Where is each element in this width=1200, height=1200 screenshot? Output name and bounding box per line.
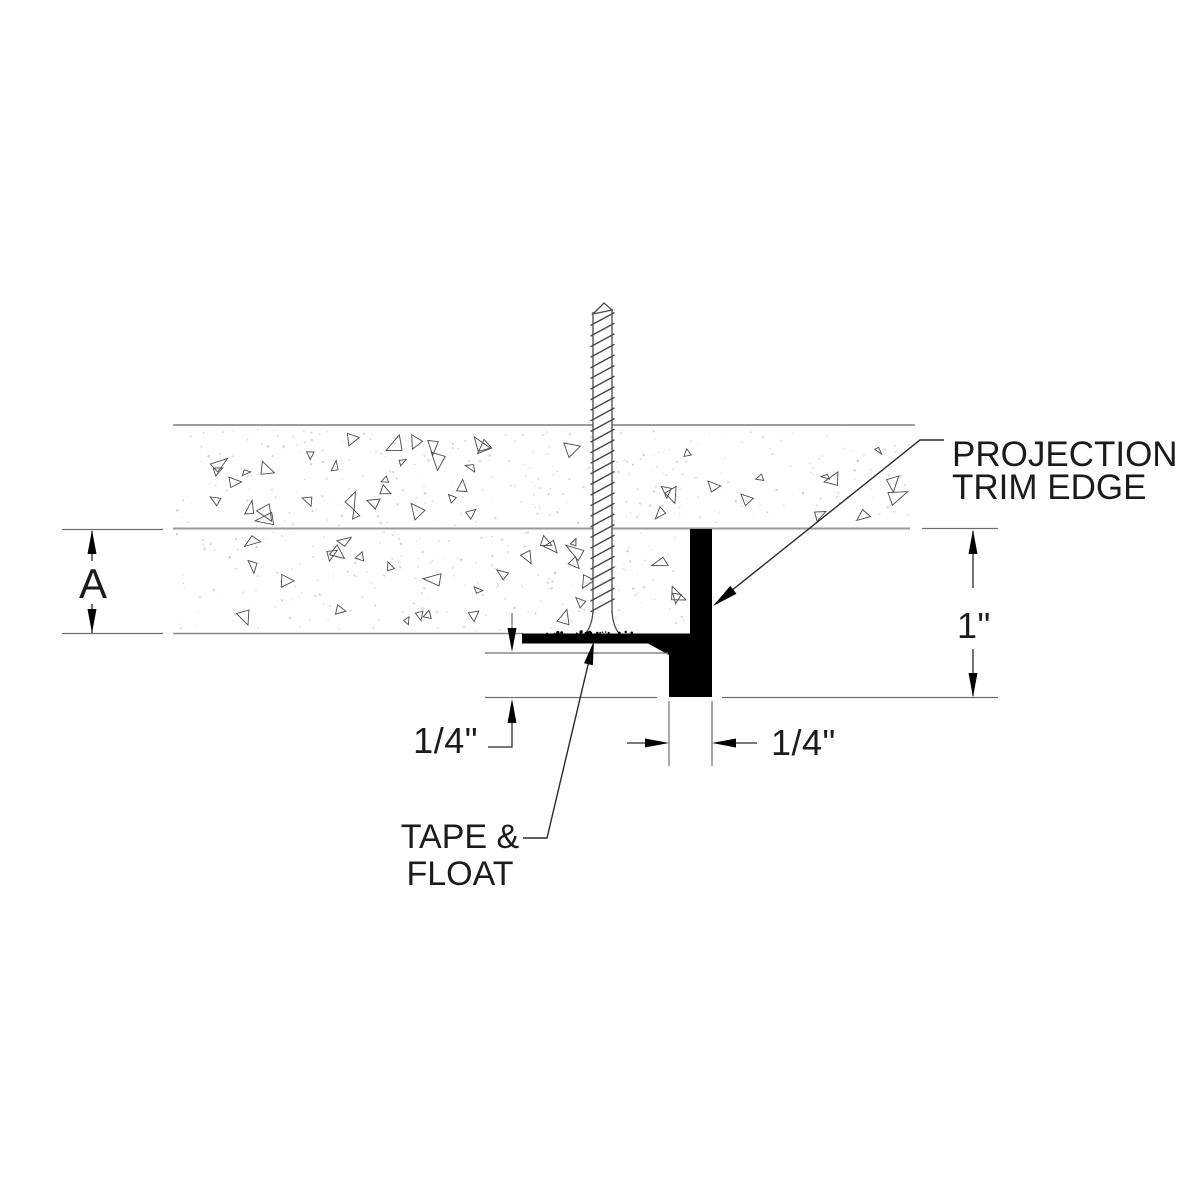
screw-threads [590,311,615,613]
tape-float-leader [523,647,593,839]
screw-tip [590,302,614,316]
screw-fastener [581,302,623,638]
tape-float-callout-line1: TAPE & [401,818,520,856]
dim-depth-leader [488,722,513,748]
tape-float-compound [546,630,634,635]
tape-float-callout-line2: FLOAT [406,855,513,893]
dim-width-arrow-left [712,738,736,748]
dim-width-arrow-right [645,738,669,748]
trim-edge-callout-line1: PROJECTION [952,435,1178,474]
dim-depth-arrow-up [507,699,517,723]
dim-height-label: 1" [957,605,991,646]
trim-edge-leader [715,439,944,604]
screw-body-mask [582,310,622,637]
tape-float-leader-arrow [584,641,594,666]
dim-a-arrow-up [87,530,97,554]
dim-a-label: A [79,560,107,607]
trim-edge-callout-line2: TRIM EDGE [952,468,1146,507]
dim-a-arrow-down [87,609,97,633]
dim-depth-label: 1/4" [413,720,478,761]
trim-edge-leader-arrow [713,585,737,606]
top-board-stipple [176,428,910,526]
dim-depth-arrow-down [507,628,517,652]
projection-trim-profile [522,529,712,697]
dim-width-label: 1/4" [771,722,836,763]
dim-height-arrow-up [968,530,978,554]
bottom-board-stipple [176,531,686,631]
dim-height-arrow-down [968,673,978,697]
